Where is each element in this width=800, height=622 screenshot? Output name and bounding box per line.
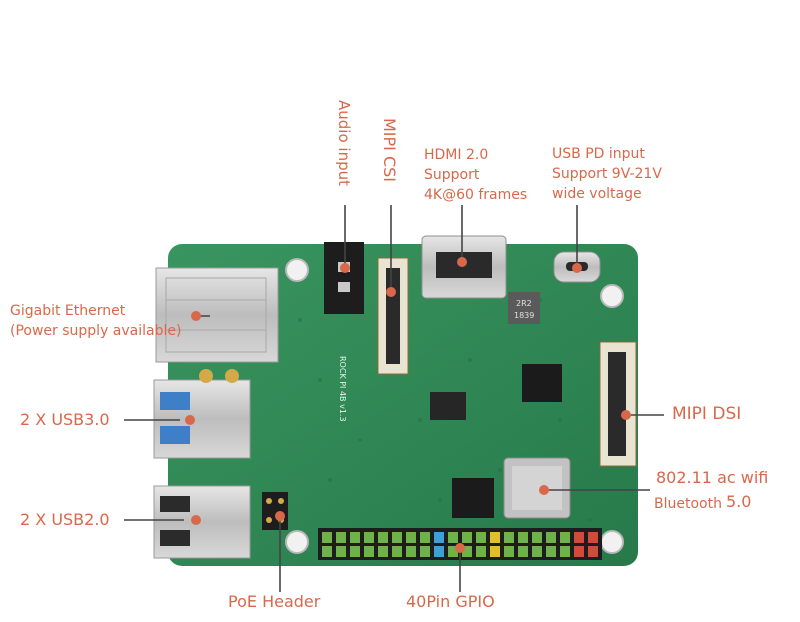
gpio-pin: [504, 532, 514, 543]
inductor-code-2: 1839: [514, 311, 534, 320]
gpio-pin: [434, 532, 444, 543]
label-hdmi-line1: HDMI 2.0: [424, 147, 489, 163]
gpio-pin: [420, 546, 430, 557]
gpio-pin: [476, 532, 486, 543]
gpio-pin: [378, 532, 388, 543]
gpio-pin: [350, 532, 360, 543]
gpio-pin: [546, 532, 556, 543]
label-usbpd-line3: wide voltage: [552, 186, 642, 202]
gpio-pin: [392, 546, 402, 557]
gpio-pin: [378, 546, 388, 557]
label-poe-header: PoE Header: [228, 592, 321, 611]
audio-jack-contact: [338, 282, 350, 292]
label-audio-input: Audio input: [335, 100, 353, 186]
gpio-pin: [462, 532, 472, 543]
gpio-pin: [406, 532, 416, 543]
label-bluetooth: Bluetooth: [654, 496, 722, 512]
inductor: [508, 292, 540, 324]
gpio-pin: [364, 532, 374, 543]
usb3-port: [153, 369, 251, 459]
gpio-pin: [574, 532, 584, 543]
gpio-pin: [322, 546, 332, 557]
gpio-pin: [560, 546, 570, 557]
gpio-pin: [350, 546, 360, 557]
label-hdmi-line2: Support: [424, 167, 480, 183]
gpio-pin: [434, 546, 444, 557]
ethernet-port: [155, 267, 279, 363]
poe-pin: [266, 498, 272, 504]
ram-chip: [522, 364, 562, 402]
gpio-pin: [448, 532, 458, 543]
label-bluetooth-version: 5.0: [726, 492, 752, 511]
gpio-pin: [588, 546, 598, 557]
poe-header: [262, 492, 288, 530]
label-mipi-csi: MIPI CSI: [380, 118, 399, 183]
gpio-pin: [392, 532, 402, 543]
board-silkscreen: ROCK PI 4B v1.3: [338, 356, 347, 422]
inductor-code-1: 2R2: [516, 299, 532, 308]
label-usbpd-line2: Support 9V-21V: [552, 166, 662, 182]
label-usbpd-line1: USB PD input: [552, 146, 645, 162]
mipi-csi-slot: [386, 268, 400, 364]
callout-lines: [124, 205, 664, 592]
label-usb3: 2 X USB3.0: [20, 410, 110, 429]
gpio-pin: [420, 532, 430, 543]
usb2-port: [153, 485, 251, 559]
gpio-pin: [532, 532, 542, 543]
gpio-pin: [490, 546, 500, 557]
poe-pin: [266, 517, 272, 523]
label-wifi: 802.11 ac wifi: [656, 468, 769, 487]
gpio-pin: [336, 546, 346, 557]
gpio-pin: [462, 546, 472, 557]
emmc-chip: [430, 392, 466, 420]
gpio-pin: [518, 546, 528, 557]
mounting-holes: [285, 258, 624, 554]
gpio-pin: [518, 532, 528, 543]
wifi-shield: [512, 466, 562, 510]
gpio-pin: [336, 532, 346, 543]
poe-pin: [278, 498, 284, 504]
mipi-dsi-slot: [608, 352, 626, 456]
gpio-pin: [448, 546, 458, 557]
gpio-pin: [504, 546, 514, 557]
gpio-pin: [588, 532, 598, 543]
gpio-pin: [476, 546, 486, 557]
gpio-pin: [560, 532, 570, 543]
label-mipi-dsi: MIPI DSI: [672, 404, 742, 424]
gpio-pin: [406, 546, 416, 557]
soc-chip: [452, 478, 494, 518]
label-hdmi-line3: 4K@60 frames: [424, 187, 528, 203]
gpio-pin: [532, 546, 542, 557]
gpio-pin: [322, 532, 332, 543]
gpio-pins: [322, 532, 598, 557]
label-ethernet-line2: (Power supply available): [10, 323, 182, 339]
callout-dots: [185, 257, 631, 553]
hdmi-port: [421, 235, 507, 299]
gpio-pin: [364, 546, 374, 557]
label-gpio: 40Pin GPIO: [406, 592, 495, 611]
gpio-pin: [490, 532, 500, 543]
label-usb2: 2 X USB2.0: [20, 510, 110, 529]
label-ethernet-line1: Gigabit Ethernet: [10, 303, 126, 319]
gpio-pin: [574, 546, 584, 557]
gpio-pin: [546, 546, 556, 557]
audio-jack: [324, 242, 364, 314]
